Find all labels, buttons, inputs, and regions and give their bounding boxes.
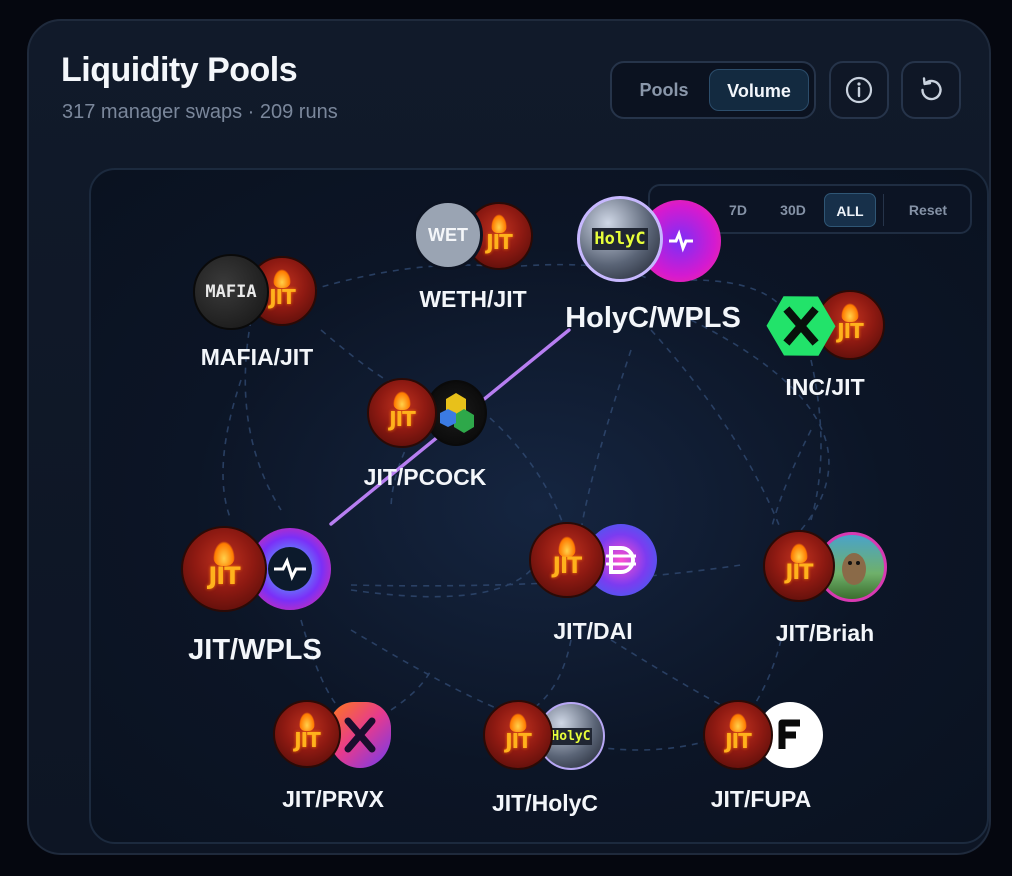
refresh-icon [921,77,942,101]
time-filter-all[interactable]: ALL [824,193,876,227]
pool-graph[interactable]: 24H 7D 30D ALL Reset JIT MAFIA MAFIA/JIT… [89,168,989,844]
jit-token-icon: JIT [703,700,773,770]
pool-label: HolyC/WPLS [565,302,741,334]
page-title: Liquidity Pools [61,51,298,89]
weth-token-icon: WET [413,200,483,270]
edge [810,359,822,521]
jit-token-icon: JIT [181,526,267,612]
edge [350,629,502,711]
edge [580,349,632,531]
jit-token-icon: JIT [529,522,605,598]
edge [750,639,782,711]
pool-label: JIT/Briah [775,620,875,646]
edge [690,279,792,321]
edge [350,569,532,598]
edge [222,379,242,521]
edge [650,329,782,531]
edge [690,319,830,531]
page-subtitle: 317 manager swaps · 209 runs [62,101,338,123]
info-button[interactable] [829,61,889,119]
pool-label: JIT/DAI [553,618,633,644]
pool-label: MAFIA/JIT [200,344,314,370]
pool-label: JIT/WPLS [188,634,322,666]
jit-token-icon: JIT [763,530,835,602]
time-filter-30d[interactable]: 30D [780,202,806,218]
pool-label: JIT/HolyC [491,790,599,816]
pool-label: WETH/JIT [419,286,527,312]
edge [310,264,492,291]
jit-token-icon: JIT [367,378,437,448]
edge [320,329,412,391]
time-filter-reset-button[interactable]: Reset [908,202,948,218]
edge [244,319,282,511]
jit-token-icon: JIT [273,700,341,768]
toggle-volume-button[interactable]: Volume [709,69,809,111]
pool-label: JIT/FUPA [710,786,812,812]
edge [610,639,732,711]
info-icon [845,76,873,104]
toggle-pools-button[interactable]: Pools [639,80,689,100]
edge [300,619,342,711]
inc-token-icon [766,296,836,356]
pool-label: JIT/PCOCK [363,464,487,490]
mafia-token-icon: MAFIA [193,254,269,330]
pool-label: JIT/PRVX [282,786,384,812]
holyc-token-icon: HolyC [537,702,605,770]
view-toggle: Pools Volume [610,61,816,119]
pool-label: INC/JIT [785,374,865,400]
edge [390,669,432,711]
time-filter-7d[interactable]: 7D [729,202,747,218]
liquidity-pools-card: Liquidity Pools 317 manager swaps · 209 … [27,19,991,855]
edge [560,739,712,751]
edge [770,429,812,531]
time-filter-divider [883,194,884,226]
holyc-token-icon: HolyC [577,196,663,282]
refresh-button[interactable] [901,61,961,119]
jit-token-icon: JIT [483,700,553,770]
edge [530,639,572,711]
